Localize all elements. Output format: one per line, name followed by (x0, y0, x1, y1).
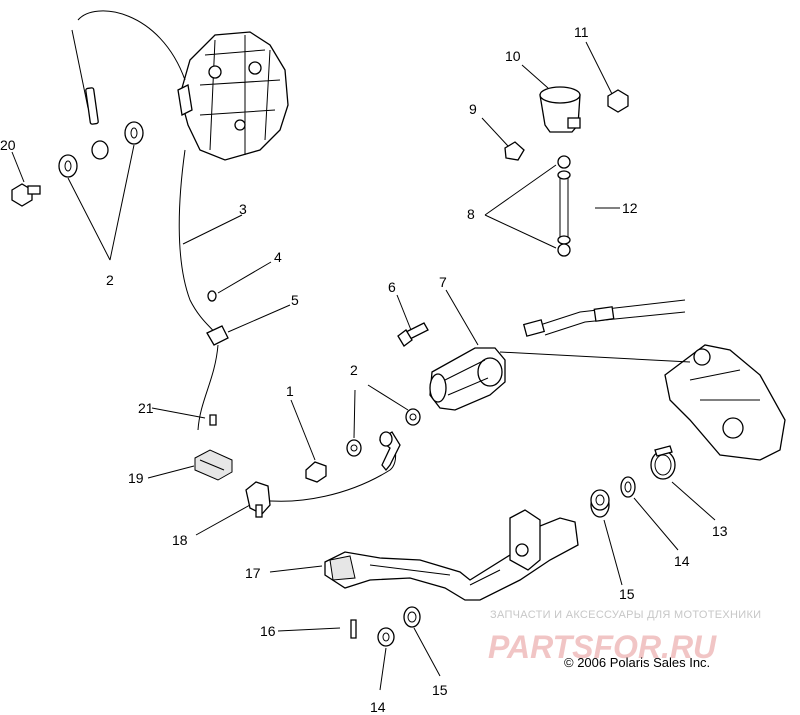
callout-8: 8 (467, 206, 475, 222)
watermark-tagline: ЗАПЧАСТИ И АКСЕССУАРЫ ДЛЯ МОТОТЕХНИКИ (490, 609, 761, 621)
callout-13: 13 (712, 523, 728, 539)
copyright-notice: © 2006 Polaris Sales Inc. (564, 655, 710, 670)
callout-21: 21 (138, 400, 154, 416)
callout-4: 4 (274, 249, 282, 265)
brake-line (77, 10, 216, 334)
callout-5: 5 (291, 292, 299, 308)
watermark-logo: PARTSFOR.RU (488, 629, 717, 665)
bushing-bottom (403, 606, 421, 628)
callout-14-bottom: 14 (370, 699, 386, 715)
callout-17: 17 (245, 565, 261, 581)
callout-3: 3 (239, 201, 247, 217)
reservoir-screw (504, 141, 525, 161)
retainer-clip (209, 414, 217, 426)
callout-labels: 20 2 3 4 5 1 2 6 7 8 9 10 11 12 13 14 15… (0, 24, 728, 715)
brake-pedal (324, 509, 579, 601)
washer-left (58, 154, 78, 178)
pivot-bushing (590, 489, 610, 518)
brake-switch (245, 481, 271, 518)
master-cylinder (429, 347, 506, 411)
reservoir-cap (607, 89, 629, 113)
callout-14-right: 14 (674, 553, 690, 569)
callout-15-right: 15 (619, 586, 635, 602)
callout-15-bottom: 15 (432, 682, 448, 698)
callout-7: 7 (439, 274, 447, 290)
callout-6: 6 (388, 279, 396, 295)
callout-18: 18 (172, 532, 188, 548)
mounting-bracket (194, 449, 233, 481)
leader-lines (11, 41, 716, 691)
banjo-fitting (91, 140, 109, 160)
callout-19: 19 (128, 470, 144, 486)
callout-20: 20 (0, 137, 16, 153)
callout-12: 12 (622, 200, 638, 216)
hose-clamp (650, 445, 676, 480)
frame-bracket (664, 344, 786, 461)
washer-right (124, 121, 144, 145)
reservoir-hose (557, 155, 571, 257)
callout-2-center: 2 (350, 362, 358, 378)
alignment-line (499, 351, 691, 363)
brake-line-right (522, 299, 686, 337)
callout-1: 1 (286, 383, 294, 399)
washer-center (346, 439, 362, 457)
brake-reservoir (539, 86, 581, 133)
pivot-washer (620, 476, 636, 498)
washer-upper (405, 408, 421, 426)
adapter-fitting (378, 431, 401, 472)
callout-10: 10 (505, 48, 521, 64)
clip (207, 290, 217, 302)
line-fitting (206, 325, 229, 346)
nut (305, 461, 327, 483)
brake-hose-lower (197, 344, 397, 502)
washer-bottom (377, 627, 395, 647)
callout-2-top: 2 (106, 272, 114, 288)
callout-9: 9 (469, 101, 477, 117)
callout-16: 16 (260, 623, 276, 639)
brake-line-end (71, 29, 89, 109)
caliper-assembly (177, 31, 289, 161)
callout-11: 11 (574, 24, 589, 40)
cotter-pin (350, 619, 357, 639)
brake-line-fitting (85, 87, 99, 125)
banjo-bolt (11, 183, 41, 207)
